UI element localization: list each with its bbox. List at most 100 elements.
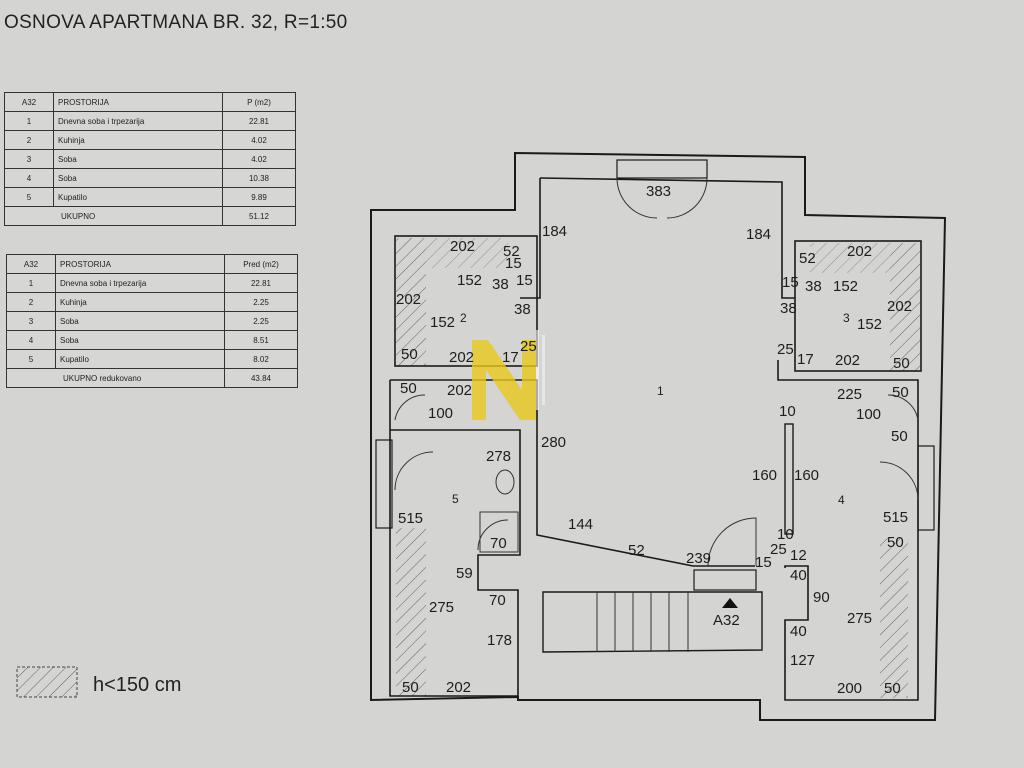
dimension-label: 70 [490,535,507,552]
toilet-icon [495,469,515,495]
dimension-label: 100 [428,405,453,422]
watermark-bar [542,335,545,405]
room-number-2: 2 [460,311,467,325]
dimension-label: 50 [893,355,910,372]
dimension-label: 100 [856,406,881,423]
dimension-label: 278 [486,448,511,465]
dimension-label: 17 [502,349,519,366]
door-swing-icon [477,519,509,551]
legend-hatch-icon [16,666,78,698]
entry-threshold [693,569,757,591]
dimension-label: 10 [779,403,796,420]
table-header-row: A32 PROSTORIJA Pred (m2) [6,254,298,274]
dimension-label: 38 [780,300,797,317]
drawing-title: OSNOVA APARTMANA BR. 32, R=1:50 [4,12,348,33]
dimension-label: 152 [833,278,858,295]
entry-door-icon [707,517,757,567]
room-number-4: 4 [838,493,845,507]
window-bath [375,439,393,529]
entrance-marker-icon [722,598,738,608]
watermark-logo [472,330,545,420]
dimension-label: 50 [884,680,901,697]
dimension-label: 202 [396,291,421,308]
table-cell: 2.25 [224,292,298,312]
dimension-label: 52 [799,250,816,267]
dimension-label: 52 [628,542,645,559]
shower-icon [479,511,519,553]
dimension-label: 59 [456,565,473,582]
dimension-label: 152 [430,314,455,331]
table-row: 4 Soba 10.38 [4,168,296,188]
hatch-zone-bath [396,528,426,696]
dimension-label: 184 [542,223,567,240]
outer-wall [370,151,947,721]
bathroom-fixtures [479,469,519,553]
apartment-tag: A32 [713,612,740,629]
room-numbers: 1 2 3 4 5 [452,311,850,507]
door-swing-icon [666,177,708,219]
dimension-label: 239 [686,550,711,567]
table-total-row: UKUPNO 51.12 [4,206,296,226]
living-room-left-upper-wall [520,178,541,299]
dimension-label: 15 [755,554,772,571]
door-swing-icon [887,394,919,421]
dimension-label: 202 [449,349,474,366]
window-top [616,159,708,179]
dimension-label: 275 [429,599,454,616]
hatch-zone-kitchen-left [396,238,426,366]
dimension-label: 160 [794,467,819,484]
dimension-label: 25 [520,338,537,355]
dimension-label: 144 [568,516,593,533]
hatch-zone-room4 [880,538,908,698]
dimension-labels: 383 184 184 202 52 15 152 38 15 202 38 1… [396,183,912,697]
dimension-label: 275 [847,610,872,627]
table-header-row: A32 PROSTORIJA P (m2) [4,92,296,112]
dimension-label: 127 [790,652,815,669]
table-row: 1 Dnevna soba i trpezarija 22.81 [4,111,296,131]
room4-walls [777,360,919,701]
hatch-zone-room3-right [890,243,920,371]
dimension-label: 17 [797,351,814,368]
door-swing-icon [616,177,658,219]
dimension-label: 202 [887,298,912,315]
dimension-label: 178 [487,632,512,649]
room-number-5: 5 [452,492,459,506]
dimension-label: 38 [514,301,531,318]
dimension-label: 15 [782,274,799,291]
dimension-label: 50 [402,679,419,696]
living-room-top-wall [539,177,795,299]
dimension-label: 38 [805,278,822,295]
dimension-label: 50 [887,534,904,551]
dimension-label: 202 [847,243,872,260]
dimension-label: 202 [450,238,475,255]
table-row: 2 Kuhinja 2.25 [6,292,298,312]
dimension-label: 383 [646,183,671,200]
door-swing-icon [394,394,426,421]
dimension-label: 160 [752,467,777,484]
dimension-label: 70 [489,592,506,609]
kitchen-walls [394,235,538,367]
stair-landing [542,591,763,653]
dimension-label: 25 [770,541,787,558]
window-room4 [917,445,935,531]
stairs [596,592,689,652]
dimension-label: 202 [447,382,472,399]
watermark-logo-icon [472,340,536,420]
dimension-label: 50 [400,380,417,397]
watermark-bar [536,330,539,410]
dimension-label: 15 [505,255,522,272]
legend-label: h<150 cm [93,674,182,696]
dimension-label: 202 [446,679,471,696]
dimension-label: 280 [541,434,566,451]
hatch-zone-room3-top [810,243,890,273]
table-row: 5 Kupatilo 9.89 [4,187,296,207]
dimension-label: 50 [401,346,418,363]
dimension-label: 515 [883,509,908,526]
room-number-1: 1 [657,384,664,398]
door-swing-icon [879,461,919,501]
hatch-zone-kitchen-top [426,238,508,268]
dimension-label: 50 [892,384,909,401]
room-area-table: A32 PROSTORIJA P (m2) 1 Dnevna soba i tr… [4,92,296,226]
dimension-label: 10 [777,526,794,543]
